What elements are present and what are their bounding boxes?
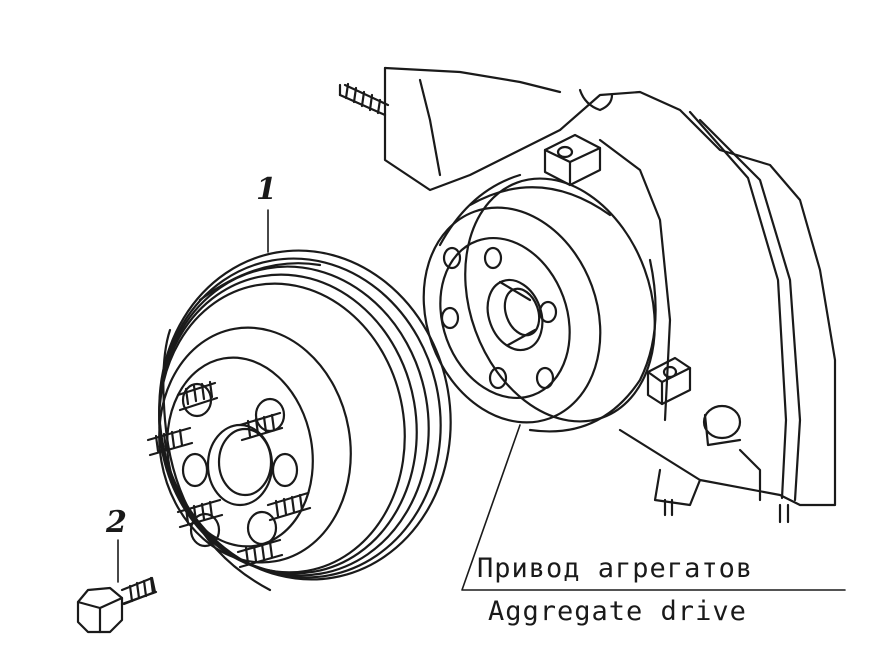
callout-part-1: 1 bbox=[256, 172, 277, 207]
leader-drive bbox=[461, 424, 846, 591]
caption-russian: Привод агрегатов bbox=[477, 553, 754, 584]
aggregate-drive-housing bbox=[338, 66, 837, 524]
pulley-studs bbox=[146, 380, 312, 569]
bolt-part-2 bbox=[76, 576, 158, 634]
callout-part-2: 2 bbox=[106, 505, 127, 540]
caption-english: Aggregate drive bbox=[488, 596, 747, 627]
leader-lines bbox=[117, 209, 846, 591]
